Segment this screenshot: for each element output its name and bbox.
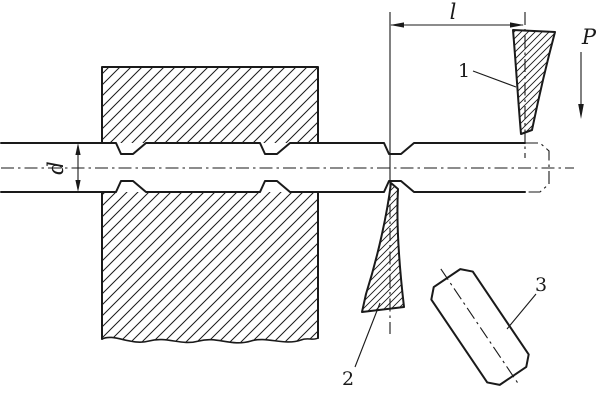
die-block-outline-upper: [101, 66, 319, 144]
bar-bottom-profile: [0, 180, 526, 193]
die-block-hatch-upper: [102, 67, 318, 143]
lower-blade-label: 2: [342, 368, 354, 390]
upper-blade-label: 1: [458, 60, 470, 82]
part-1-callout: 1: [458, 60, 517, 88]
dimension-d: d: [44, 143, 81, 192]
upper-blade: [512, 12, 556, 158]
arrowhead-up-icon: [75, 143, 81, 155]
part-3-callout: 3: [506, 274, 547, 330]
lower-blade: [361, 181, 405, 334]
die-block-hatch-lower: [102, 192, 318, 343]
length-label: l: [450, 0, 457, 24]
force-label: P: [581, 25, 597, 49]
die-block: [101, 66, 319, 344]
bar-top-profile: [0, 142, 526, 155]
arrowhead-force-icon: [578, 104, 584, 119]
upper-blade-body: [512, 29, 556, 135]
bar-stock: [0, 142, 550, 193]
part-1-leader-line: [472, 70, 517, 88]
diameter-label: d: [44, 161, 68, 174]
part-2-callout: 2: [342, 302, 381, 390]
dimension-l: l: [389, 0, 524, 181]
die-block-break-line: [101, 336, 319, 344]
part-2-leader-line: [354, 302, 381, 368]
arrowhead-right-icon: [510, 22, 524, 28]
sheared-billet: [430, 268, 530, 386]
arrowhead-left-icon: [390, 22, 404, 28]
billet-label: 3: [535, 274, 547, 296]
arrowhead-down-icon: [75, 180, 81, 192]
force-arrow: P: [578, 25, 597, 119]
bar-end-phantom: [525, 142, 550, 193]
sheared-billet-body: [430, 268, 530, 386]
part-3-leader-line: [506, 293, 537, 330]
lower-blade-body: [361, 182, 405, 313]
